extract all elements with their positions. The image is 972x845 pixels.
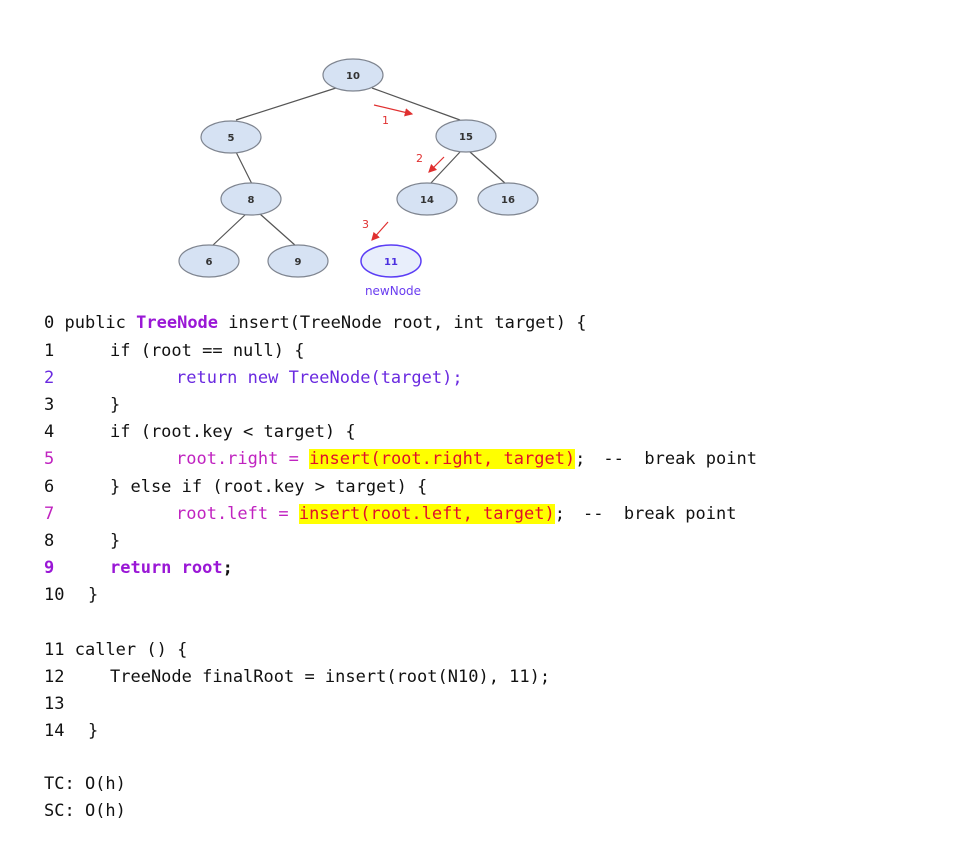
edge-15-14 <box>429 151 461 185</box>
tree-node-6: 6 <box>178 244 240 278</box>
tree-node-14: 14 <box>396 182 458 216</box>
new-node-label: newNode <box>365 284 421 298</box>
code-line-6: 6} else if (root.key > target) { <box>44 477 428 497</box>
tree-node-10: 10 <box>322 58 384 92</box>
bst-diagram: 1 2 3 10 5 15 8 14 16 6 9 11 newNode <box>178 58 539 298</box>
edge-8-9 <box>259 213 297 247</box>
tree-node-8: 8 <box>220 182 282 216</box>
space-complexity: SC: O(h) <box>44 801 126 821</box>
code-line-3: 3} <box>44 395 121 415</box>
breakpoint-comment: -- break point <box>582 504 737 524</box>
svg-text:15: 15 <box>459 132 473 143</box>
edge-10-15 <box>371 87 461 121</box>
code-line-0: 0 public TreeNode insert(TreeNode root, … <box>44 313 587 333</box>
return-type: TreeNode <box>136 313 219 333</box>
tree-node-16: 16 <box>477 182 539 216</box>
svg-text:9: 9 <box>295 257 302 268</box>
svg-text:5: 5 <box>228 133 235 144</box>
tree-node-5: 5 <box>200 120 262 154</box>
breakpoint-comment: -- break point <box>603 449 757 469</box>
edge-5-8 <box>235 151 253 185</box>
step-label-3: 3 <box>362 218 369 231</box>
code-line-10: 10} <box>44 585 99 605</box>
code-line-11: 11 caller () { <box>44 640 188 660</box>
svg-text:10: 10 <box>346 71 360 82</box>
breakpoint-call-right: insert(root.right, target) <box>309 449 576 469</box>
step-label-2: 2 <box>416 152 423 165</box>
tree-node-15: 15 <box>435 119 497 153</box>
svg-text:11: 11 <box>384 257 398 268</box>
tree-node-11-new: 11 <box>360 244 422 278</box>
svg-text:16: 16 <box>501 195 515 206</box>
edge-10-5 <box>235 87 337 121</box>
code-line-13: 13 <box>44 694 65 714</box>
code-line-8: 8} <box>44 531 121 551</box>
time-complexity: TC: O(h) <box>44 774 126 794</box>
breakpoint-call-left: insert(root.left, target) <box>298 504 555 524</box>
svg-text:6: 6 <box>206 257 213 268</box>
svg-text:8: 8 <box>248 195 255 206</box>
edge-8-6 <box>211 213 247 247</box>
step-label-1: 1 <box>382 114 389 127</box>
svg-text:14: 14 <box>420 195 434 206</box>
tree-node-9: 9 <box>267 244 329 278</box>
edge-15-16 <box>469 151 507 185</box>
step-arrow-3 <box>371 221 389 241</box>
step-arrow-1 <box>373 104 414 117</box>
step-arrow-2 <box>428 156 445 173</box>
code-line-14: 14} <box>44 721 99 741</box>
